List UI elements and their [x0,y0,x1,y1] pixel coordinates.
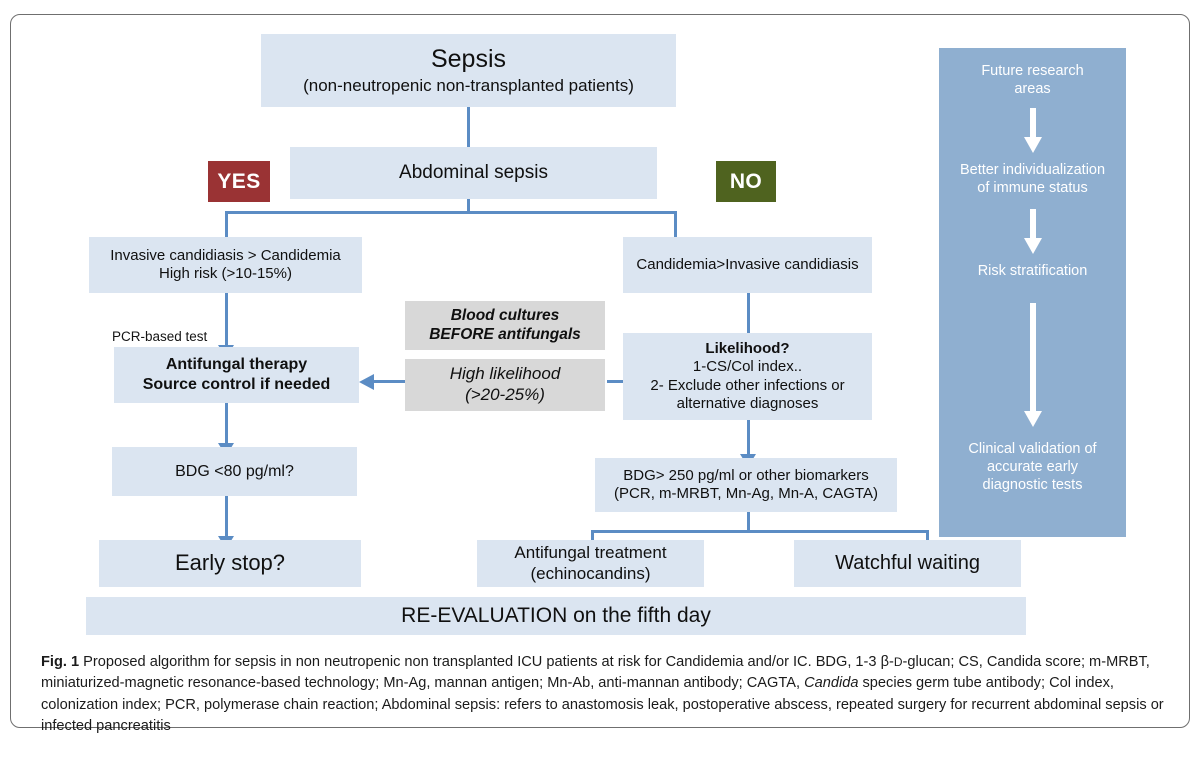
likelihood-line3: alternative diagnoses [676,394,819,412]
research-heading-line2: areas [1014,81,1051,98]
research-item-1-line1: Better individualization [959,162,1106,178]
node-left-branch: Invasive candidiasis > Candidemia High r… [89,237,362,293]
node-reevaluation: RE-EVALUATION on the fifth day [86,597,1026,635]
down-arrow-icon-2 [1023,209,1042,254]
antifungal-treatment-line1: Antifungal treatment [514,542,667,562]
connector-branch-right-drop [674,211,677,251]
research-panel: Future research areas Better individuali… [939,48,1126,537]
bdg-high-line2: (PCR, m-MRBT, Mn-Ag, Mn-A, CAGTA) [614,485,878,502]
research-item-1-line2: of immune status [977,180,1088,197]
figure-label: Fig. 1 [41,654,80,670]
figure-frame: Sepsis (non-neutropenic non-transplanted… [10,14,1190,734]
research-item-2: Risk stratification [977,263,1088,279]
left-branch-line2: High risk (>10-15%) [159,265,292,282]
research-item-3-line2: accurate early [986,459,1079,476]
research-item-3-line3: diagnostic tests [982,477,1083,494]
high-likelihood-line1: High likelihood [449,364,561,384]
node-blood-cultures: Blood cultures BEFORE antifungals [405,301,605,350]
node-high-likelihood: High likelihood (>20-25%) [405,359,605,411]
research-item-3: Clinical validation of accurate early di… [939,440,1126,494]
likelihood-title: Likelihood? [705,339,790,357]
connector-outcome-bar [591,530,929,533]
arrowhead-left-antifungal [359,374,374,390]
badge-no: NO [716,161,776,202]
connector-sepsis-to-abdominal [467,107,470,147]
connector-left-to-antifungal [225,293,228,347]
node-likelihood: Likelihood? 1-CS/Col index.. 2- Exclude … [623,333,872,420]
left-branch-line1: Invasive candidiasis > Candidemia [110,246,341,264]
down-arrow-icon-3 [1023,303,1042,427]
node-bdg-low: BDG <80 pg/ml? [112,447,357,496]
connector-likelihood-to-bdghigh [747,420,750,456]
bdg-high-line1: BDG> 250 pg/ml or other biomarkers [623,466,869,484]
connector-branch-left-drop [225,211,228,251]
blood-cultures-line1: Blood cultures [450,306,560,324]
connector-bdglow-to-earlystop [225,496,228,538]
connector-antifungal-to-bdglow [225,403,228,445]
sepsis-title: Sepsis [430,45,507,74]
node-antifungal-therapy: Antifungal therapy Source control if nee… [114,347,359,403]
node-early-stop: Early stop? [99,540,361,587]
likelihood-line2: 2- Exclude other infections or [650,376,845,394]
antifungal-therapy-line1: Antifungal therapy [165,356,308,374]
label-pcr-based-test: PCR-based test [112,329,208,344]
connector-highlikelihood-to-antifungal [373,380,431,383]
likelihood-line1: 1-CS/Col index.. [692,358,803,376]
figure-caption: Fig. 1 Proposed algorithm for sepsis in … [41,652,1191,738]
node-abdominal-sepsis: Abdominal sepsis [290,147,657,199]
sepsis-subtitle: (non-neutropenic non-transplanted patien… [303,75,634,95]
research-item-3-line1: Clinical validation of [968,441,1097,457]
node-bdg-high: BDG> 250 pg/ml or other biomarkers (PCR,… [595,458,897,512]
connector-right-to-likelihood [747,293,750,335]
node-right-branch: Candidemia>Invasive candidiasis [623,237,872,293]
antifungal-treatment-line2: (echinocandins) [530,563,651,583]
antifungal-therapy-line2: Source control if needed [142,376,331,393]
connector-abdominal-stem [467,199,470,213]
research-heading-line1: Future research [981,63,1084,79]
badge-yes: YES [208,161,270,202]
node-sepsis: Sepsis (non-neutropenic non-transplanted… [261,34,676,107]
node-watchful-waiting: Watchful waiting [794,540,1021,587]
connector-likelihood-left-stub [607,380,623,383]
down-arrow-icon-1 [1023,108,1042,153]
research-heading: Future research areas [939,62,1126,98]
node-antifungal-treatment: Antifungal treatment (echinocandins) [477,540,704,587]
connector-bdghigh-stem [747,512,750,532]
figure-caption-text: Proposed algorithm for sepsis in non neu… [41,654,1164,735]
blood-cultures-line2: BEFORE antifungals [429,325,581,343]
connector-branch-bar [225,211,677,214]
research-item-1: Better individualization of immune statu… [939,161,1126,197]
high-likelihood-line2: (>20-25%) [465,385,545,404]
